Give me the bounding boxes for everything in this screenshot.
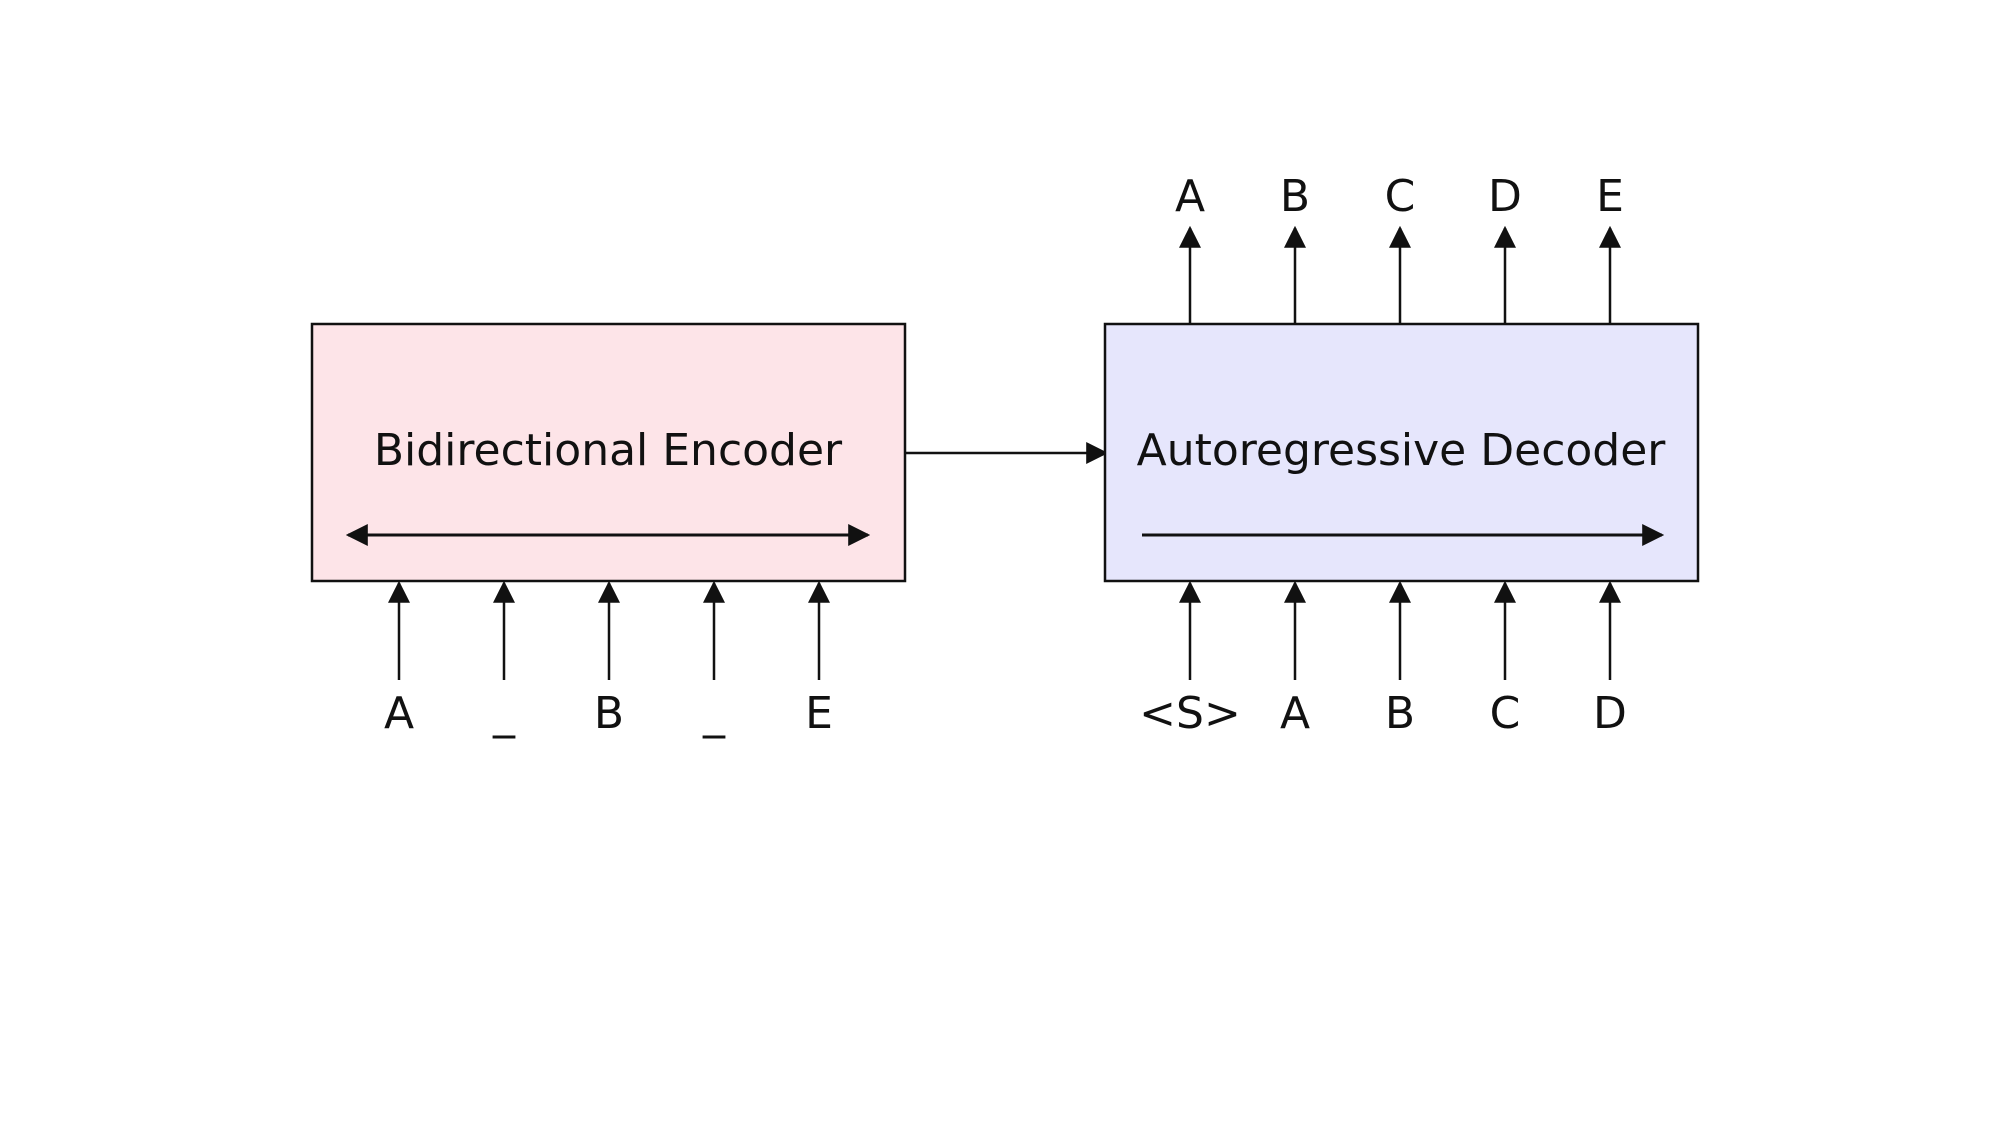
token-label: B [1280,171,1310,222]
token-label: C [1490,688,1521,739]
token-label: A [384,688,414,739]
decoder-block: Autoregressive Decoder [1103,322,1700,583]
encoder-input-token: A [384,580,414,739]
token-label: _ [492,688,516,739]
encoder-inputs: A _ B _ E [384,580,833,739]
decoder-box [1103,322,1700,583]
decoder-output-token: C [1385,171,1416,324]
token-label: E [805,688,833,739]
decoder-output-token: B [1280,171,1310,324]
decoder-input-token: B [1385,580,1415,739]
encoder-label: Bidirectional Encoder [374,425,843,476]
token-label: B [594,688,624,739]
encoder-input-token: B [594,580,624,739]
decoder-outputs: A B C D E [1175,171,1624,324]
token-label: A [1280,688,1310,739]
token-label: <S> [1139,688,1241,739]
decoder-input-token: <S> [1139,580,1241,739]
token-label: _ [702,688,726,739]
decoder-input-token: A [1280,580,1310,739]
decoder-input-token: C [1490,580,1521,739]
decoder-output-token: E [1596,171,1624,324]
decoder-label: Autoregressive Decoder [1137,425,1667,476]
encoder-block: Bidirectional Encoder [310,322,907,583]
decoder-output-token: D [1488,171,1522,324]
token-label: B [1385,688,1415,739]
token-label: D [1593,688,1627,739]
decoder-inputs: <S> A B C D [1139,580,1627,739]
token-label: D [1488,171,1522,222]
token-label: C [1385,171,1416,222]
token-label: E [1596,171,1624,222]
token-label: A [1175,171,1205,222]
encoder-input-token: _ [702,580,726,739]
decoder-input-token: D [1593,580,1627,739]
encoder-input-token: E [805,580,833,739]
decoder-output-token: A [1175,171,1205,324]
encoder-input-token: _ [492,580,516,739]
